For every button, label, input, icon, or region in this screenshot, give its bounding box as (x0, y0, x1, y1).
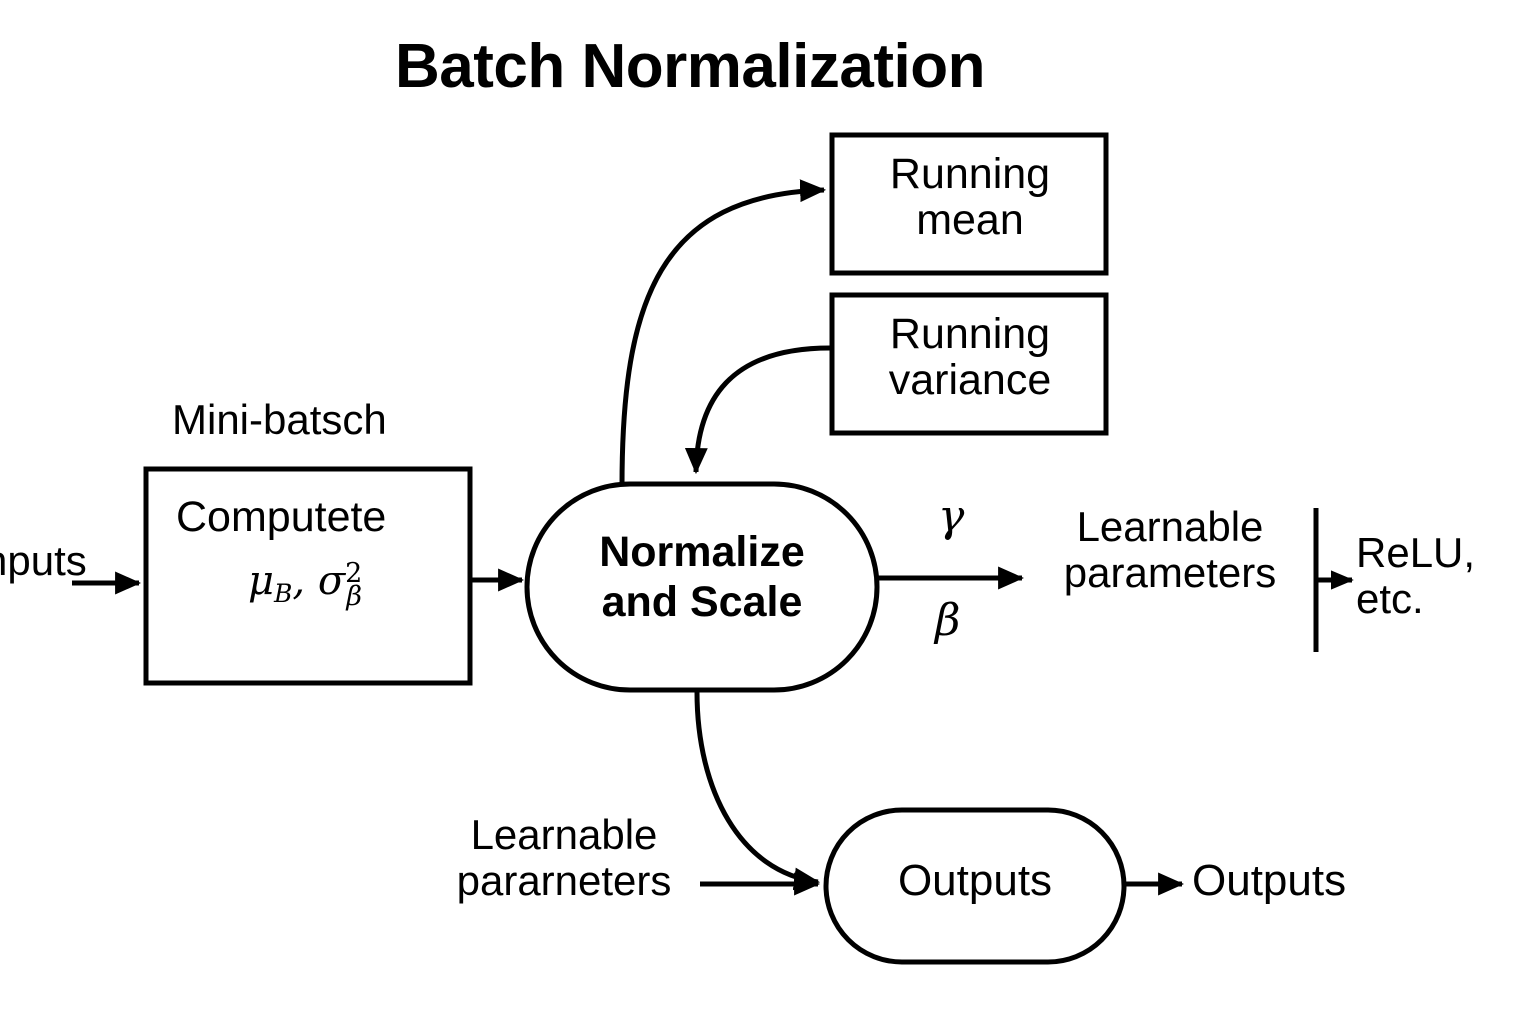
formula-sigma-subscript: β (346, 580, 362, 612)
formula-sigma: σ (317, 558, 346, 605)
gamma-label: γ (938, 491, 965, 542)
formula-mu: μ (248, 558, 274, 605)
learnable-parameters-bottom-label: Learnable pararneters (456, 811, 672, 905)
compute-formula: μB, σ2β (248, 558, 363, 612)
edge-normalize-to-running-mean (619, 179, 827, 487)
outputs-final-label: Outputs (1192, 856, 1347, 905)
running-variance-label: Running variance (888, 310, 1052, 404)
outputs-node-label: Outputs (897, 856, 1053, 905)
edge-normalize-to-outputs (694, 691, 821, 891)
running-mean-label: Running mean (889, 150, 1051, 244)
formula-mu-subscript: B (274, 579, 293, 609)
inputs-label: nputs (0, 537, 87, 584)
formula-sigma-superscript: 2 (345, 558, 363, 589)
edge-running-variance-to-normalize (684, 345, 831, 475)
mini-batch-label: Mini-batsch (172, 396, 387, 443)
formula-comma: , (292, 558, 318, 605)
learnable-parameters-top-label: Learnable parameters (1063, 503, 1277, 597)
relu-label: ReLU, etc. (1356, 529, 1476, 623)
normalize-and-scale-label: Normalize and Scale (599, 528, 805, 626)
compute-node-label: Computete (176, 493, 387, 541)
beta-label: β (935, 595, 961, 646)
page-title: Batch Normalization (395, 32, 985, 101)
